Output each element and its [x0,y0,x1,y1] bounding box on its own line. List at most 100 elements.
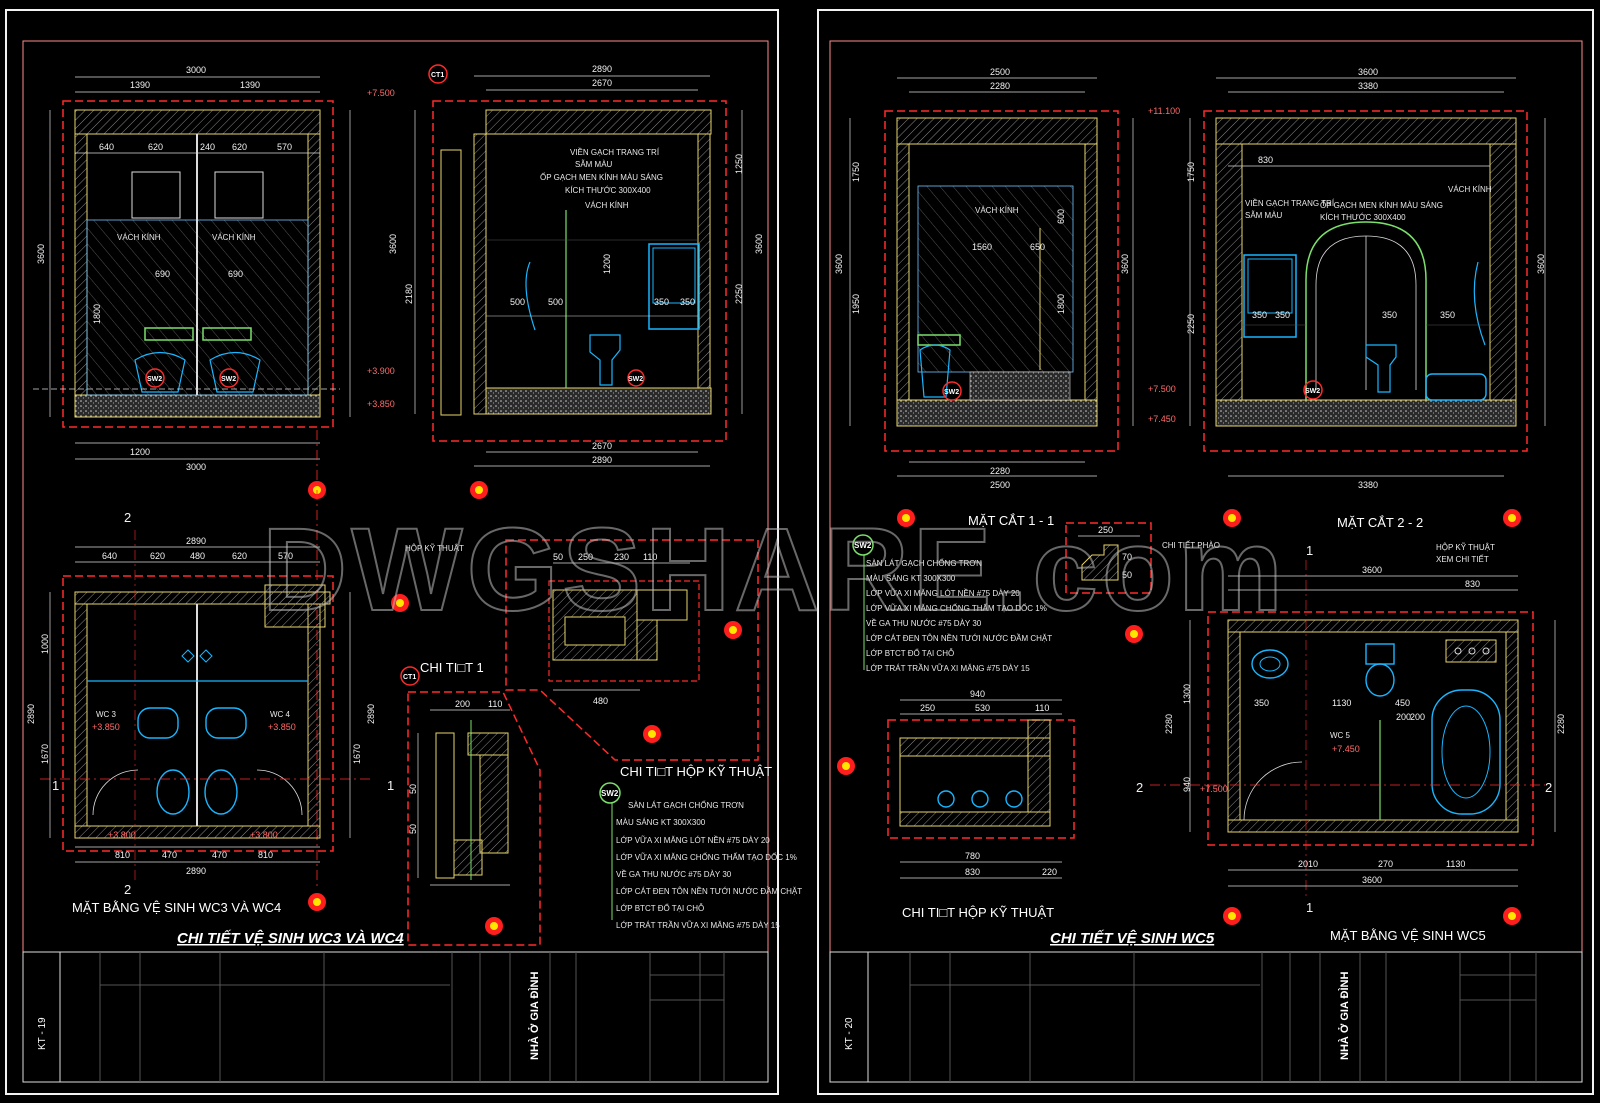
detail-technical-box [505,539,759,761]
dim-text: 2500 [990,67,1010,77]
project-name: NHÀ Ở GIA ĐÌNH [528,972,541,1060]
dim-text: 2670 [592,78,612,88]
section-mark: 1 [1306,900,1313,915]
detail-phao [1065,522,1152,594]
dim-text: 1750 [1186,162,1196,182]
dim-text: 690 [155,269,170,279]
note-text: HỘP KỸ THUẬT [1436,543,1495,552]
dim-text: 570 [277,142,292,152]
watermark: DWGSHARE.com [262,504,1287,636]
dim-text: 110 [488,699,502,709]
dim-text: 2280 [1556,714,1566,734]
dim-text: 200 [1396,712,1411,722]
note-text: VÁCH KÍNH [212,233,256,242]
detail-technical-box-right [887,699,1075,879]
dim-text: 230 [614,552,629,562]
dim-text: 1250 [734,154,744,174]
section-mark: 1 [1306,543,1313,558]
plan-wc5 [1150,560,1545,900]
sw2-tag [145,368,239,388]
dim-text: 3600 [1362,565,1382,575]
drawing-label: CHI TI□T HỘP KỸ THUẬT [620,764,772,779]
sw2-tag: SW2 [221,376,236,383]
dim-text: 2500 [990,480,1010,490]
dim-text: 2890 [186,866,206,876]
note-text: VÁCH KÍNH [1448,185,1492,194]
sw2-tag: SW2 [854,541,872,550]
sw2-tag [599,782,621,804]
dim-text: 3600 [1358,67,1378,77]
detail-1 [407,691,541,946]
dim-text: 830 [1258,155,1273,165]
dim-text: 1670 [352,744,362,764]
dim-text: 50 [408,784,418,794]
dim-text: 2250 [734,284,744,304]
dim-text: 810 [115,850,130,860]
sheet-title: CHI TIẾT VỆ SINH WC5 [1050,929,1215,947]
plan-wc3-wc4-dims [49,546,351,863]
dim-text: 620 [148,142,163,152]
dim-text: 2010 [1298,859,1318,869]
dim-text: 480 [190,551,205,561]
finish-note: LỚP BTCT ĐỔ TẠI CHỖ [616,904,704,913]
sw2-tag [1303,380,1323,400]
section-mark: 2 [1136,780,1143,795]
dim-text: 810 [258,850,273,860]
section-mark: 2 [1545,780,1552,795]
sw2-tag [942,381,962,401]
dim-text: 780 [965,851,980,861]
dim-text: 1800 [92,304,102,324]
level-mark: +7.500 [1148,384,1176,394]
plan-wc3-wc4 [40,530,370,880]
sw2-tag: SW2 [601,789,619,798]
dim-text: 3380 [1358,480,1378,490]
dim-text: 3600 [754,234,764,254]
dim-text: 1300 [1182,684,1192,704]
dim-text: 2670 [592,441,612,451]
dim-text: 830 [965,867,980,877]
drawing-label: MẶT BẰNG VỆ SINH WC5 [1330,928,1486,943]
dim-text: 1130 [1446,859,1465,869]
note-text: ỐP GẠCH MEN KÍNH MÀU SÁNG [1320,200,1443,210]
section-1-1-dims [849,77,1134,477]
dim-text: 470 [162,850,177,860]
dim-text: 350 [1254,698,1269,708]
note-text: SẪM MÀU [1245,211,1283,220]
sw2-tag: SW2 [944,389,959,396]
level-mark: +7.450 [1148,414,1176,424]
note-text: CHI TIẾT PHÀO [1162,540,1220,550]
dim-text: 1800 [1056,294,1066,314]
dim-text: 250 [1098,525,1113,535]
dim-text: 1200 [602,254,612,274]
dim-text: 1560 [972,242,992,252]
section-mark: 1 [387,778,394,793]
dim-text: 3600 [36,244,46,264]
title-block-left [22,951,769,1083]
section-2-2-dims [1189,77,1546,477]
finish-note: MÀU SÁNG KT 300X300 [616,818,706,827]
ct1-tag: CT1 [403,674,416,681]
dim-text: 2180 [404,284,414,304]
dim-text: 350 [1382,310,1397,320]
plan-wc5-dims [1189,575,1556,887]
sw2-tag: SW2 [628,376,643,383]
note-text: KÍCH THƯỚC 300X400 [1320,213,1406,222]
level-mark: +3.800 [250,830,278,840]
finish-note: LỚP VỮA XI MĂNG LÓT NỀN #75 DÀY 20 [616,835,770,845]
dim-text: 3600 [834,254,844,274]
dim-text: 2890 [592,64,612,74]
dim-text: 350 [1252,310,1267,320]
sheet-title: CHI TIẾT VỆ SINH WC3 VÀ WC4 [177,929,404,947]
ct1-tag [428,64,448,84]
dim-text: 2890 [592,455,612,465]
ct1-tag [400,666,420,686]
dim-text: 70 [1122,552,1132,562]
note-text: VÁCH KÍNH [585,201,629,210]
sw2-tag [852,534,874,556]
elevation-wc3-wc4-dims [49,76,351,460]
section-mark: 1 [52,778,59,793]
dim-text: 3000 [186,65,206,75]
title-block-right [829,951,1583,1083]
dim-text: 470 [212,850,227,860]
dim-text: 3600 [388,234,398,254]
